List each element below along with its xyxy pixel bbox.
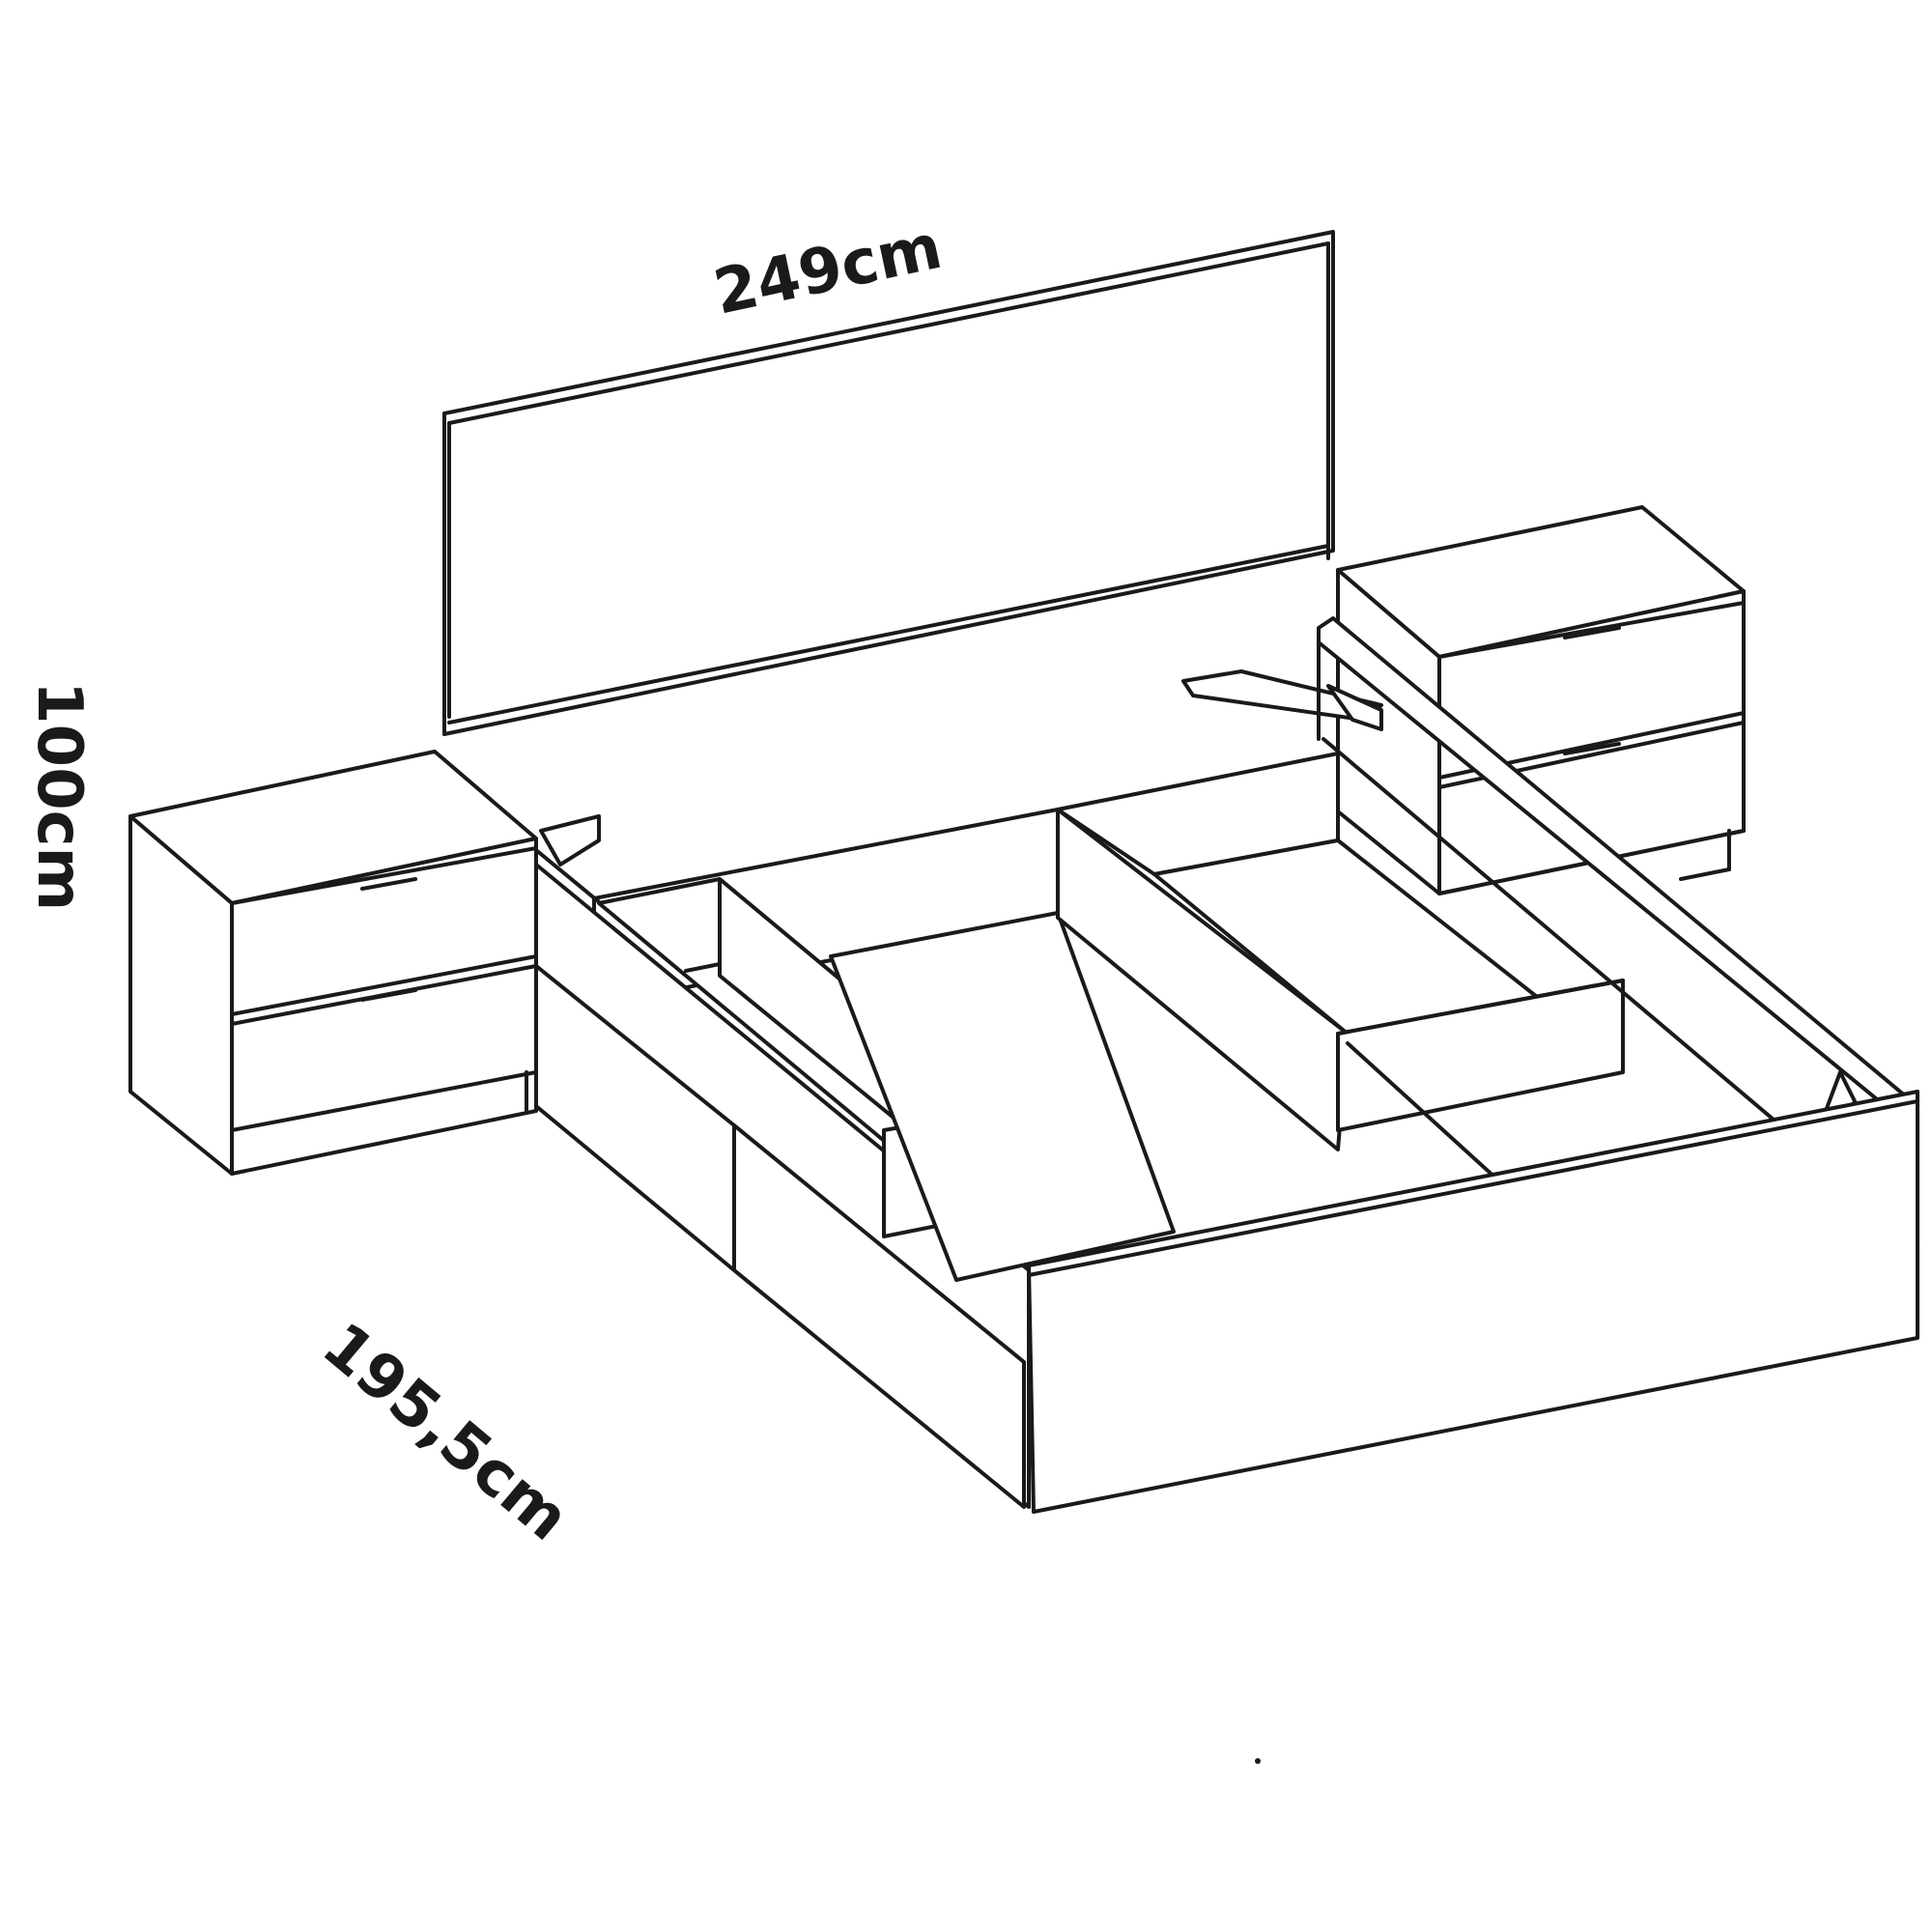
foot-rail — [1027, 1090, 1919, 1514]
support-brackets — [539, 669, 1383, 867]
bed-center — [829, 911, 1176, 1282]
left-drawers — [534, 964, 1026, 1509]
dimension-width-label: 249cm — [708, 212, 948, 329]
right-open-drawer — [1056, 752, 1644, 1190]
dimension-depth-label: 195,5cm — [309, 1310, 582, 1555]
headboard — [442, 230, 1335, 736]
dimension-height-label: 100cm — [23, 681, 95, 911]
stray-dot — [1255, 1758, 1261, 1764]
nightstand-left — [128, 750, 538, 1176]
